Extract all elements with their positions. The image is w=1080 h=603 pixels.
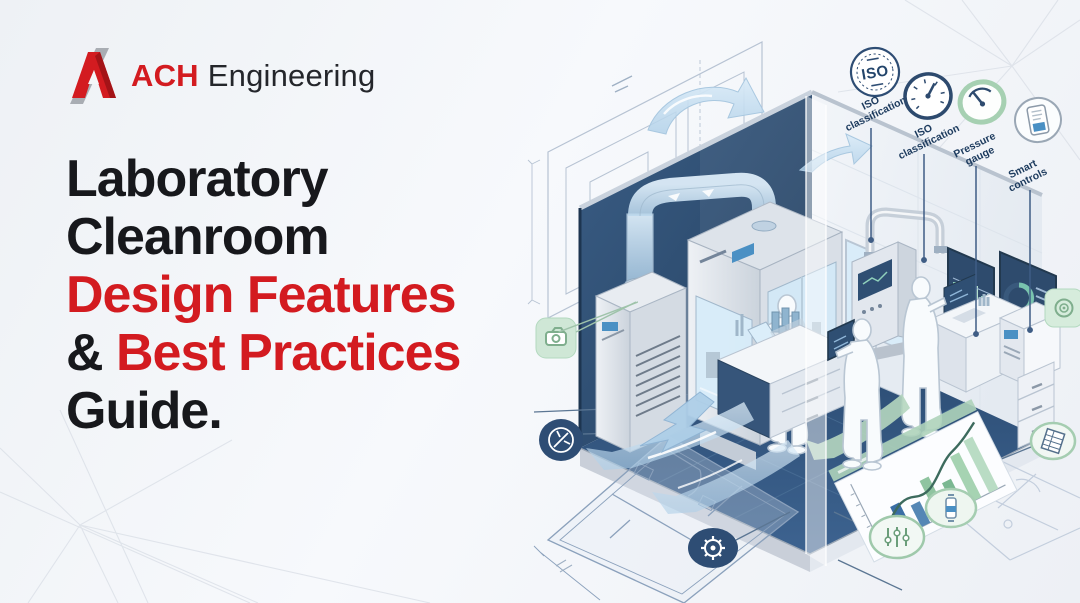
title-line-2: Cleanroom [66, 208, 330, 266]
gauge-icon [903, 72, 953, 120]
brand-suffix: Engineering [207, 58, 376, 93]
title-line-5: Guide. [66, 382, 223, 440]
gear-icon [688, 528, 738, 568]
airflow-arc-arrow-icon [647, 76, 765, 135]
spec-doc-icon [1029, 421, 1077, 461]
title-line-4: & Best Practices [66, 324, 461, 382]
glass-divider [805, 96, 827, 566]
callout-pressure-gauge: Pressure gauge [952, 79, 1007, 168]
floor-airflow [586, 133, 910, 514]
logo-mark-icon [70, 48, 116, 104]
svg-text:ISO: ISO [860, 62, 890, 83]
camera-icon [535, 301, 638, 359]
title-line-1: Laboratory [66, 150, 329, 208]
title-line-3: Design Features [66, 266, 457, 324]
smart-controls-icon [1014, 96, 1062, 144]
callout-smart-controls: Smart controls [1007, 96, 1062, 195]
airflow-arrow-icon [639, 391, 715, 454]
callout-iso-gauge: ISO classification [896, 72, 961, 162]
valve-icon [924, 487, 978, 529]
hvac-unit [594, 172, 776, 453]
person-right [901, 276, 947, 439]
target-icon [1044, 288, 1080, 328]
sliders-icon [868, 514, 926, 560]
compass-icon [539, 419, 583, 461]
exit-airflow-arrow-icon [798, 133, 873, 173]
callout-connectors [868, 128, 1033, 337]
pressure-gauge-icon [957, 79, 1007, 125]
status-icons [535, 288, 1080, 568]
brand-name: ACH [131, 58, 199, 93]
person-at-desk [827, 318, 884, 471]
callout-iso-badge: ISO ISO classification [843, 46, 908, 134]
page-title: Laboratory Cleanroom Design Features & B… [66, 150, 536, 440]
iso-badge-icon: ISO [849, 46, 901, 98]
